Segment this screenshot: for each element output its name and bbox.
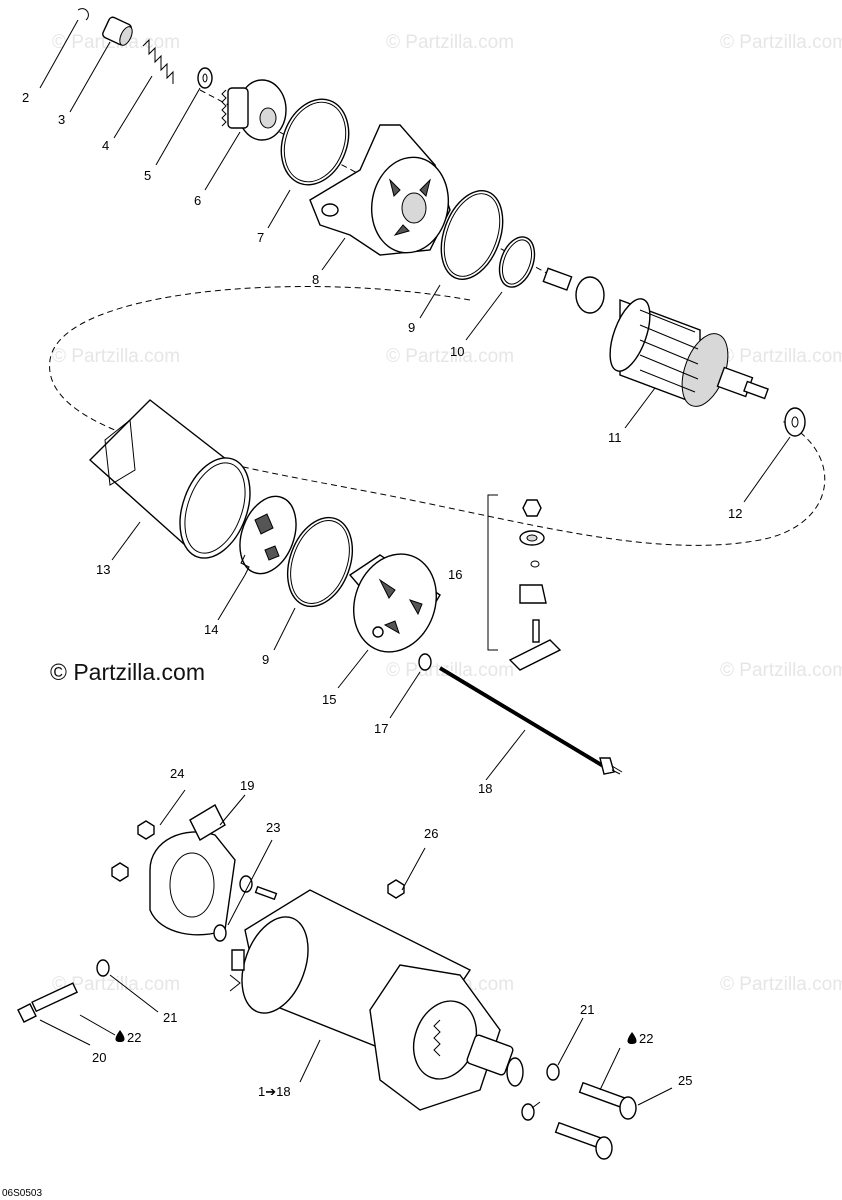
part-16-terminal-kit [487, 494, 562, 671]
callout-18: 18 [478, 781, 492, 796]
callout-19: 19 [240, 778, 254, 793]
part-25-bolts [554, 1081, 637, 1160]
drop-icon [115, 1030, 125, 1042]
part-4-spring [142, 38, 174, 84]
callout-24: 24 [170, 766, 184, 781]
callout-25: 25 [678, 1073, 692, 1088]
callout-1-to-18: 1➔18 [258, 1084, 291, 1099]
callout-23: 23 [266, 820, 280, 835]
drop-icon [627, 1032, 637, 1044]
assembly-loop [49, 286, 826, 546]
callout-15: 15 [322, 692, 336, 707]
diagram-code: 06S0503 [2, 1188, 42, 1199]
part-15-end-cap [348, 553, 441, 653]
part-9-o-ring-upper [440, 190, 504, 280]
callout-11: 11 [608, 430, 622, 445]
part-21-washer-right [521, 1063, 560, 1121]
callout-12: 12 [728, 506, 742, 521]
part-8-drive-housing [309, 124, 451, 256]
watermark: © Partzilla.com [386, 32, 514, 53]
callout-7: 7 [257, 230, 264, 245]
callout-3: 3 [58, 112, 65, 127]
part-14-brush-holder [239, 495, 297, 576]
callout-8: 8 [312, 272, 319, 287]
callout-6: 6 [194, 193, 201, 208]
part-starter-motor-assembly [229, 889, 524, 1111]
callout-10: 10 [450, 344, 464, 359]
part-21-washer-left [96, 959, 110, 977]
part-17-o-ring [418, 653, 432, 671]
callout-5: 5 [144, 168, 151, 183]
part-19-bracket-plate [149, 804, 236, 936]
watermark: © Partzilla.com [720, 974, 842, 995]
callout-26: 26 [424, 826, 438, 841]
part-20-bolt [17, 982, 78, 1023]
callout-20: 20 [92, 1050, 106, 1065]
watermark: © Partzilla.com [720, 346, 842, 367]
part-5-washer [197, 67, 213, 89]
part-18-through-bolt [438, 665, 623, 775]
callout-22-right: 22 [639, 1031, 653, 1046]
watermark: © Partzilla.com [386, 346, 514, 367]
callout-2: 2 [22, 90, 29, 105]
callout-9-upper: 9 [408, 320, 415, 335]
part-26-nut [387, 879, 405, 899]
watermark: © Partzilla.com [52, 346, 180, 367]
callouts: 2 3 4 5 6 7 8 9 10 11 12 13 14 9 15 16 1… [22, 90, 742, 1099]
callout-17: 17 [374, 721, 388, 736]
callout-21-left: 21 [163, 1010, 177, 1025]
callout-4: 4 [102, 138, 109, 153]
part-3-bushing [102, 16, 133, 46]
callout-22-left: 22 [127, 1030, 141, 1045]
watermark: © Partzilla.com [52, 974, 180, 995]
part-7-o-ring [280, 98, 350, 186]
part-6-pinion-drive [221, 79, 287, 141]
part-12-washer [784, 407, 806, 437]
part-11-armature [542, 267, 769, 407]
callout-16: 16 [448, 567, 462, 582]
watermark-main: © Partzilla.com [50, 659, 205, 685]
callout-9-lower: 9 [262, 652, 269, 667]
part-10-ring [498, 236, 536, 288]
watermark: © Partzilla.com [720, 32, 842, 53]
watermark: © Partzilla.com [720, 660, 842, 681]
part-2-retaining-ring [77, 8, 89, 21]
part-24-nuts [111, 820, 155, 882]
callout-21-right: 21 [580, 1002, 594, 1017]
callout-14: 14 [204, 622, 218, 637]
part-23-washers [213, 875, 278, 942]
part-13-yoke [88, 399, 251, 559]
part-9-o-ring-lower [287, 516, 353, 608]
callout-13: 13 [96, 562, 110, 577]
leader-lines [39, 19, 791, 1109]
